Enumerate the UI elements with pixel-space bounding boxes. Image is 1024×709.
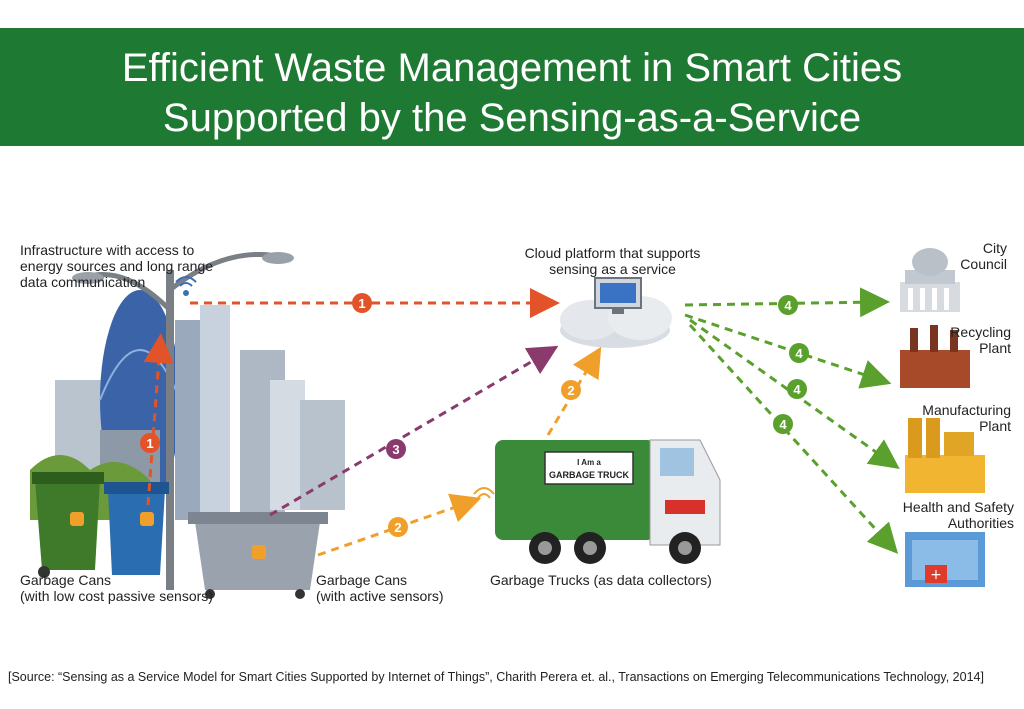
city-council-label: City Council xyxy=(960,240,1007,272)
svg-text:4: 4 xyxy=(793,382,801,397)
svg-text:1: 1 xyxy=(358,296,365,311)
health-safety-label: Health and Safety Authorities xyxy=(902,499,1014,531)
garbage-trucks-label: Garbage Trucks (as data collectors) xyxy=(490,572,712,588)
active-sensor-icon xyxy=(252,545,266,559)
title-banner: Efficient Waste Management in Smart Citi… xyxy=(0,28,1024,146)
svg-text:4: 4 xyxy=(784,298,792,313)
passive-cans-label: Garbage Cans (with low cost passive sens… xyxy=(20,572,213,604)
step-badge: 1 xyxy=(352,293,372,313)
truck-sensor-signal-icon xyxy=(473,487,495,499)
svg-text:3: 3 xyxy=(392,442,399,457)
garbage-container-grey-illustration xyxy=(188,512,328,599)
cloud-platform-label: Cloud platform that supports sensing as … xyxy=(524,245,701,277)
step-badge: 2 xyxy=(561,380,581,400)
garbage-can-green-illustration xyxy=(32,472,104,578)
computer-monitor-icon xyxy=(594,277,642,314)
red-cross-icon: + xyxy=(930,567,942,583)
infrastructure-label: Infrastructure with access to energy sou… xyxy=(20,242,214,290)
recycling-plant-label: Recycling Plant xyxy=(950,324,1011,356)
svg-text:4: 4 xyxy=(779,417,787,432)
street-lamp-pole-illustration xyxy=(72,251,294,590)
cloud-platform-illustration xyxy=(560,277,672,348)
flow-4-arrow-city-council xyxy=(684,287,890,318)
flow-4-arrow-recycling xyxy=(684,313,892,389)
step-badge: 3 xyxy=(386,439,406,459)
step-badge: 4 xyxy=(787,379,807,399)
step-badge: 4 xyxy=(773,414,793,434)
garbage-truck-illustration: I Am a GARBAGE TRUCK xyxy=(495,439,721,564)
source-citation: [Source: “Sensing as a Service Model for… xyxy=(8,670,984,684)
svg-text:4: 4 xyxy=(795,346,803,361)
flow-4-arrow-health xyxy=(688,323,899,554)
truck-sign-line-1: I Am a xyxy=(577,458,601,467)
data-flow-arrows xyxy=(143,287,900,557)
manufacturing-plant-illustration xyxy=(905,418,985,493)
title-line-1: Efficient Waste Management in Smart Citi… xyxy=(121,46,903,90)
step-badge: 1 xyxy=(140,433,160,453)
passive-sensor-icon xyxy=(70,512,84,526)
active-cans-label: Garbage Cans (with active sensors) xyxy=(316,572,444,604)
garbage-can-blue-illustration xyxy=(104,482,169,575)
svg-text:1: 1 xyxy=(146,436,153,451)
truck-sign-line-2: GARBAGE TRUCK xyxy=(549,470,629,480)
city-council-building-illustration xyxy=(900,248,960,312)
flow-1-arrow-vertical xyxy=(143,333,174,506)
title-line-2: Supported by the Sensing-as-a-Service xyxy=(162,96,862,140)
recycling-plant-illustration xyxy=(900,325,970,388)
step-badge: 4 xyxy=(789,343,809,363)
flow-3-arrow xyxy=(269,345,559,517)
svg-text:2: 2 xyxy=(394,520,401,535)
svg-text:2: 2 xyxy=(567,383,574,398)
step-badges: 1 1 2 2 3 4 4 4 4 xyxy=(140,293,809,537)
step-badge: 2 xyxy=(388,517,408,537)
manufacturing-plant-label: Manufacturing Plant xyxy=(922,402,1011,434)
health-safety-building-illustration: + xyxy=(905,532,985,587)
passive-sensor-icon xyxy=(140,512,154,526)
step-badge: 4 xyxy=(778,295,798,315)
wireless-signal-icon xyxy=(175,276,197,296)
